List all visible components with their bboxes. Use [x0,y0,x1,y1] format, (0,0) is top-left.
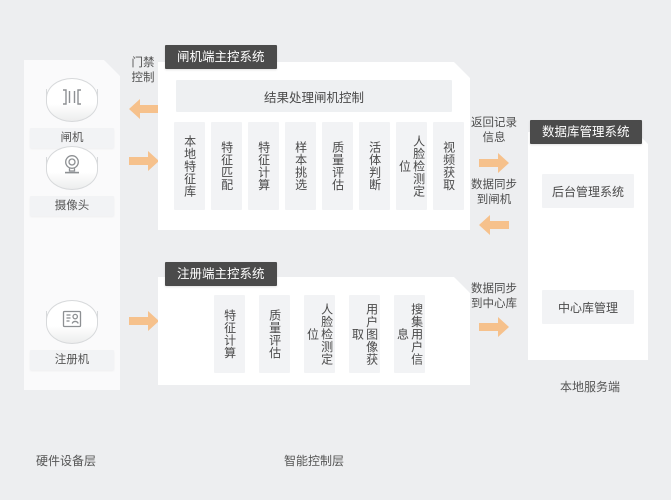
arrow-right-icon [478,314,510,340]
flow-label-sync-to-gate: 数据同步 到闸机 [471,179,517,206]
module-column[interactable]: 特征计算 [248,122,279,210]
arrow-right-icon [478,150,510,176]
module-column[interactable]: 特征计算 [214,295,245,373]
database-system-title: 数据库管理系统 [530,120,642,144]
gate-system-title: 闸机端主控系统 [165,45,277,69]
register-system-title: 注册端主控系统 [165,262,277,286]
arrow-right-icon [128,308,160,334]
device-label: 注册机 [30,350,114,370]
register-system-module-row: 特征计算 质量评估 人脸检测定位 用户图像获取 搜集用户信息 [214,295,425,373]
turnstile-icon [46,78,98,126]
hardware-layer-panel: 闸机 摄像头 [24,60,120,390]
device-turnstile[interactable]: 闸机 [30,78,114,148]
module-column[interactable]: 特征匹配 [211,122,242,210]
device-registration-machine[interactable]: 注册机 [30,300,114,370]
gate-system-panel: 结果处理闸机控制 本地特征库 特征匹配 特征计算 样本挑选 质量评估 活体判断 … [158,62,470,230]
flow-label-return-record: 返回记录 信息 [471,117,517,144]
module-column[interactable]: 用户图像获取 [349,295,380,373]
module-column[interactable]: 样本挑选 [285,122,316,210]
hardware-layer-caption: 硬件设备层 [36,454,97,468]
control-layer-caption: 智能控制层 [284,454,345,468]
module-column[interactable]: 人脸检测定位 [304,295,335,373]
db-box-admin[interactable]: 后台管理系统 [542,174,634,208]
database-system-panel: 后台管理系统 中心库管理 [528,132,648,360]
server-layer-caption: 本地服务端 [560,380,621,394]
module-column[interactable]: 视频获取 [433,122,464,210]
id-card-person-icon [46,300,98,348]
module-column[interactable]: 人脸检测定位 [396,122,427,210]
module-column[interactable]: 活体判断 [359,122,390,210]
module-column[interactable]: 本地特征库 [174,122,205,210]
register-system-panel: 特征计算 质量评估 人脸检测定位 用户图像获取 搜集用户信息 [158,277,470,385]
device-label: 摄像头 [30,196,114,216]
gate-system-top-bar: 结果处理闸机控制 [176,80,452,112]
db-box-center[interactable]: 中心库管理 [542,290,634,324]
gate-system-module-row: 本地特征库 特征匹配 特征计算 样本挑选 质量评估 活体判断 人脸检测定位 视频… [174,122,464,210]
flow-label-sync-to-center: 数据同步 到中心库 [471,283,517,310]
arrow-left-icon [128,96,160,122]
arrow-right-icon [128,148,160,174]
camera-icon [46,146,98,194]
flow-label-access-control: 门禁 控制 [131,57,155,84]
device-camera[interactable]: 摄像头 [30,146,114,216]
module-column[interactable]: 搜集用户信息 [394,295,425,373]
module-column[interactable]: 质量评估 [259,295,290,373]
arrow-left-icon [478,212,510,238]
device-label: 闸机 [30,128,114,148]
module-column[interactable]: 质量评估 [322,122,353,210]
